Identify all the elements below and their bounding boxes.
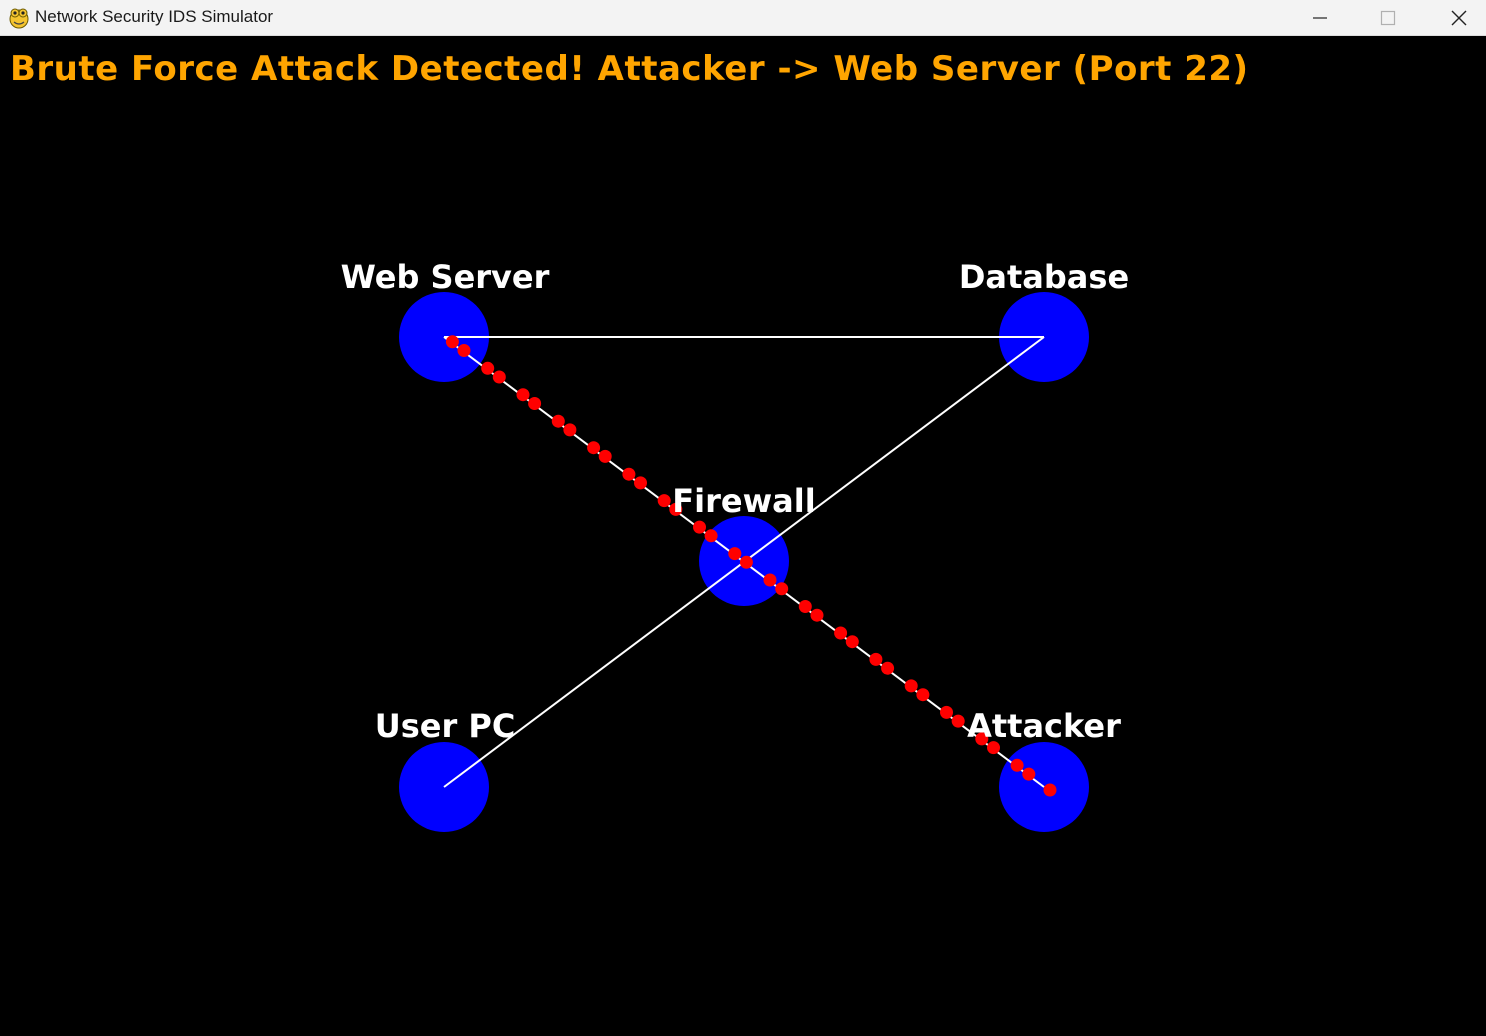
attack-packet [834,626,848,640]
attack-packet [916,688,930,702]
attack-packet [845,635,859,649]
attack-packet [869,652,883,666]
node-label-web-server: Web Server [340,258,550,296]
attack-packet [775,582,789,596]
maximize-button[interactable] [1353,0,1423,36]
attack-packet [1022,767,1036,781]
attack-packet [951,714,965,728]
attack-packet [704,529,718,543]
close-button[interactable] [1424,0,1486,36]
attack-packet [798,600,812,613]
attack-packet [987,741,1000,755]
attack-packet [739,555,753,569]
minimize-button[interactable] [1285,0,1355,36]
attack-packet [492,370,506,384]
attack-packet [528,397,542,410]
network-diagram [399,292,1089,832]
maximize-icon [1380,10,1396,26]
node-label-firewall: Firewall [672,482,816,520]
node-label-attacker: Attacker [967,707,1121,745]
attack-packet [693,520,706,534]
attack-packet [1043,783,1057,797]
attack-packet [881,661,895,675]
window-titlebar: Network Security IDS Simulator [0,0,1486,36]
close-icon [1451,10,1467,26]
attack-packet [810,608,824,622]
attack-packet [551,414,565,428]
attack-packet [457,344,471,357]
pygame-snake-icon [9,8,29,29]
attack-packet [563,423,577,437]
attack-packet [481,361,495,375]
attack-packet [622,467,636,481]
window-title: Network Security IDS Simulator [35,7,274,26]
attack-packet [598,449,612,463]
attack-packet [904,679,918,693]
node-label-user-pc: User PC [374,707,516,745]
simulation-canvas: Brute Force Attack Detected! Attacker ->… [0,37,1486,1036]
minimize-icon [1313,17,1327,19]
attack-packet [940,705,953,719]
attack-packet [669,502,683,516]
attack-packet [587,441,601,455]
attack-packet [1010,758,1024,772]
attack-packet [763,573,777,587]
attack-packet [634,476,647,490]
attack-packet [728,547,742,561]
node-label-database: Database [958,258,1130,296]
attack-packet [975,732,989,746]
attack-packet [445,335,459,349]
attack-alert-message: Brute Force Attack Detected! Attacker ->… [10,49,1249,89]
attack-packet [657,494,671,508]
attack-packet [516,388,530,402]
